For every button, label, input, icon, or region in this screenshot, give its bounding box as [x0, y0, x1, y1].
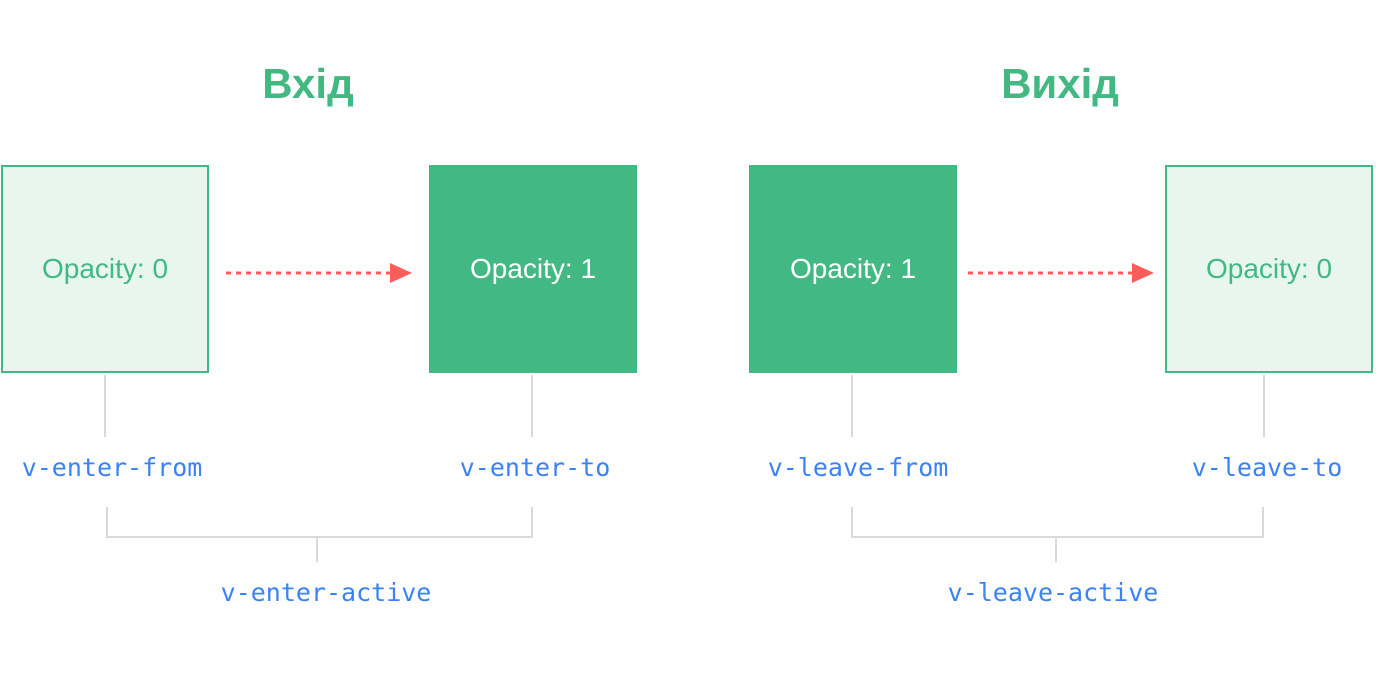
leave-arrow	[968, 263, 1154, 283]
enter-bracket-right	[531, 507, 533, 538]
enter-from-box: Opacity: 0	[1, 165, 209, 373]
leave-from-class: v-leave-from	[767, 453, 949, 482]
leave-from-box: Opacity: 1	[749, 165, 957, 373]
enter-from-box-label: Opacity: 0	[41, 253, 169, 284]
leave-to-box-label: Opacity: 0	[1205, 253, 1333, 284]
leave-to-connector	[1263, 375, 1265, 437]
enter-from-class: v-enter-from	[21, 453, 203, 482]
enter-to-class: v-enter-to	[459, 453, 611, 482]
leave-title: Вихід	[1001, 60, 1119, 107]
enter-to-box-label: Opacity: 1	[469, 253, 597, 284]
enter-to-box: Opacity: 1	[429, 165, 637, 373]
leave-to-class: v-leave-to	[1191, 453, 1343, 482]
enter-to-connector	[531, 375, 533, 437]
enter-bracket-stem	[316, 536, 318, 562]
leave-to-box: Opacity: 0	[1165, 165, 1373, 373]
enter-bracket-bottom	[106, 536, 533, 538]
enter-from-connector	[104, 375, 106, 437]
leave-active-class: v-leave-active	[947, 578, 1159, 607]
enter-bracket-left	[106, 507, 108, 538]
leave-bracket-right	[1262, 507, 1264, 538]
leave-from-connector	[851, 375, 853, 437]
leave-bracket-stem	[1055, 536, 1057, 562]
leave-bracket-left	[851, 507, 853, 538]
leave-bracket-bottom	[851, 536, 1264, 538]
enter-arrow	[226, 263, 412, 283]
enter-active-class: v-enter-active	[220, 578, 432, 607]
leave-from-box-label: Opacity: 1	[789, 253, 917, 284]
enter-title: Вхід	[262, 60, 354, 107]
